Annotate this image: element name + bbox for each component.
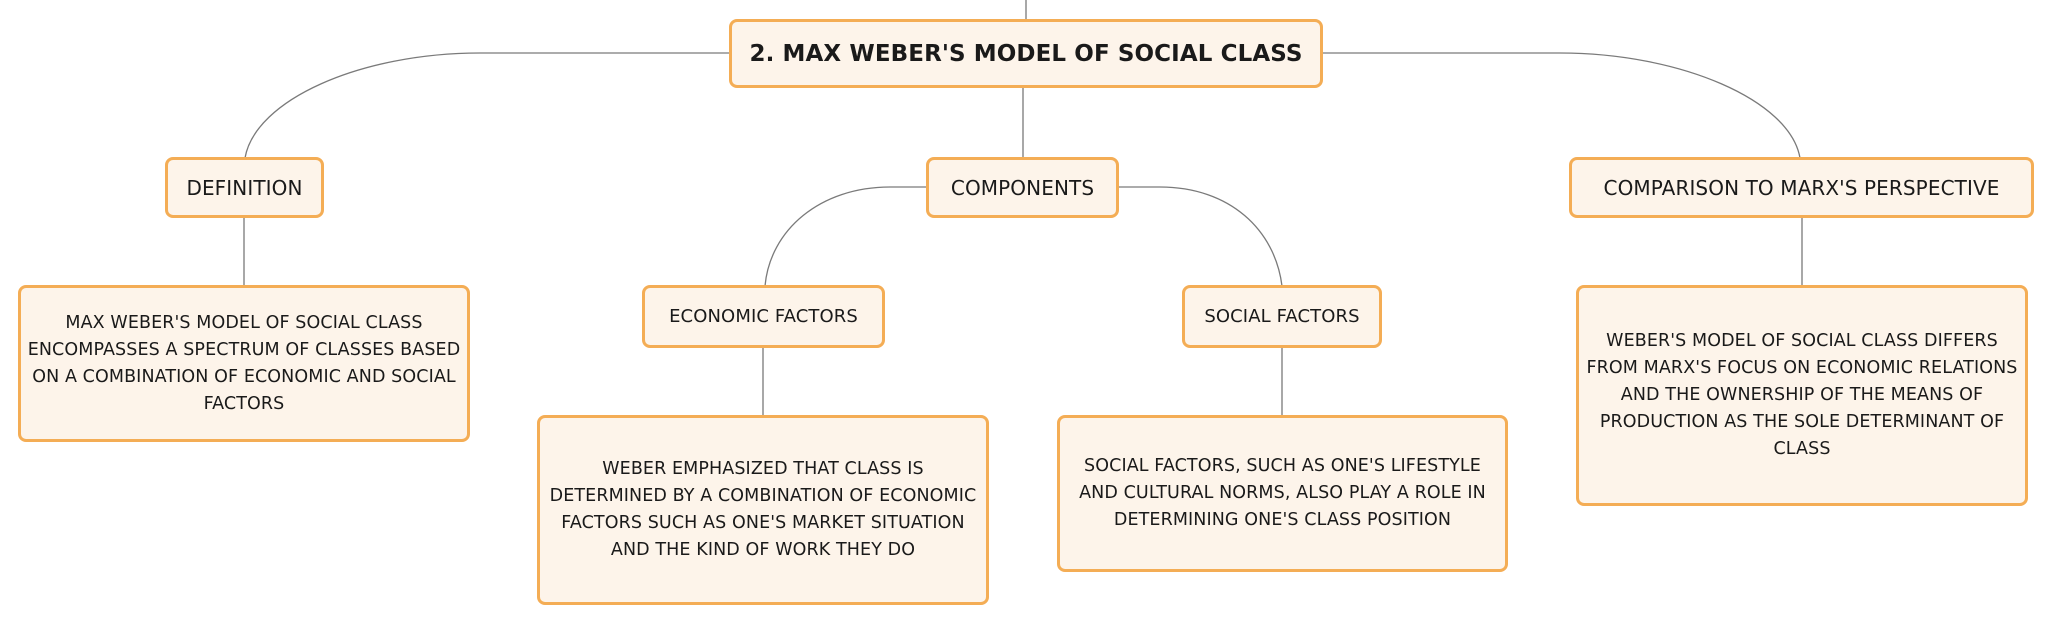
connector-components-to-social [1119,186,1283,287]
social-factors-node[interactable]: SOCIAL FACTORS [1182,285,1382,348]
connector-root-to-comparison [1323,52,1801,159]
root-node-title[interactable]: 2. MAX WEBER'S MODEL OF SOCIAL CLASS [729,19,1323,88]
definition-detail-node[interactable]: MAX WEBER'S MODEL OF SOCIAL CLASS ENCOMP… [18,285,470,442]
components-node[interactable]: COMPONENTS [926,157,1119,218]
comparison-detail-node[interactable]: WEBER'S MODEL OF SOCIAL CLASS DIFFERS FR… [1576,285,2028,506]
comparison-node[interactable]: COMPARISON TO MARX'S PERSPECTIVE [1569,157,2034,218]
social-factors-detail-node[interactable]: SOCIAL FACTORS, SUCH AS ONE'S LIFESTYLE … [1057,415,1508,572]
economic-factors-detail-node[interactable]: WEBER EMPHASIZED THAT CLASS IS DETERMINE… [537,415,989,605]
definition-node[interactable]: DEFINITION [165,157,324,218]
connector-root-to-definition [244,52,730,159]
connector-components-to-economic [764,186,927,287]
economic-factors-node[interactable]: ECONOMIC FACTORS [642,285,885,348]
